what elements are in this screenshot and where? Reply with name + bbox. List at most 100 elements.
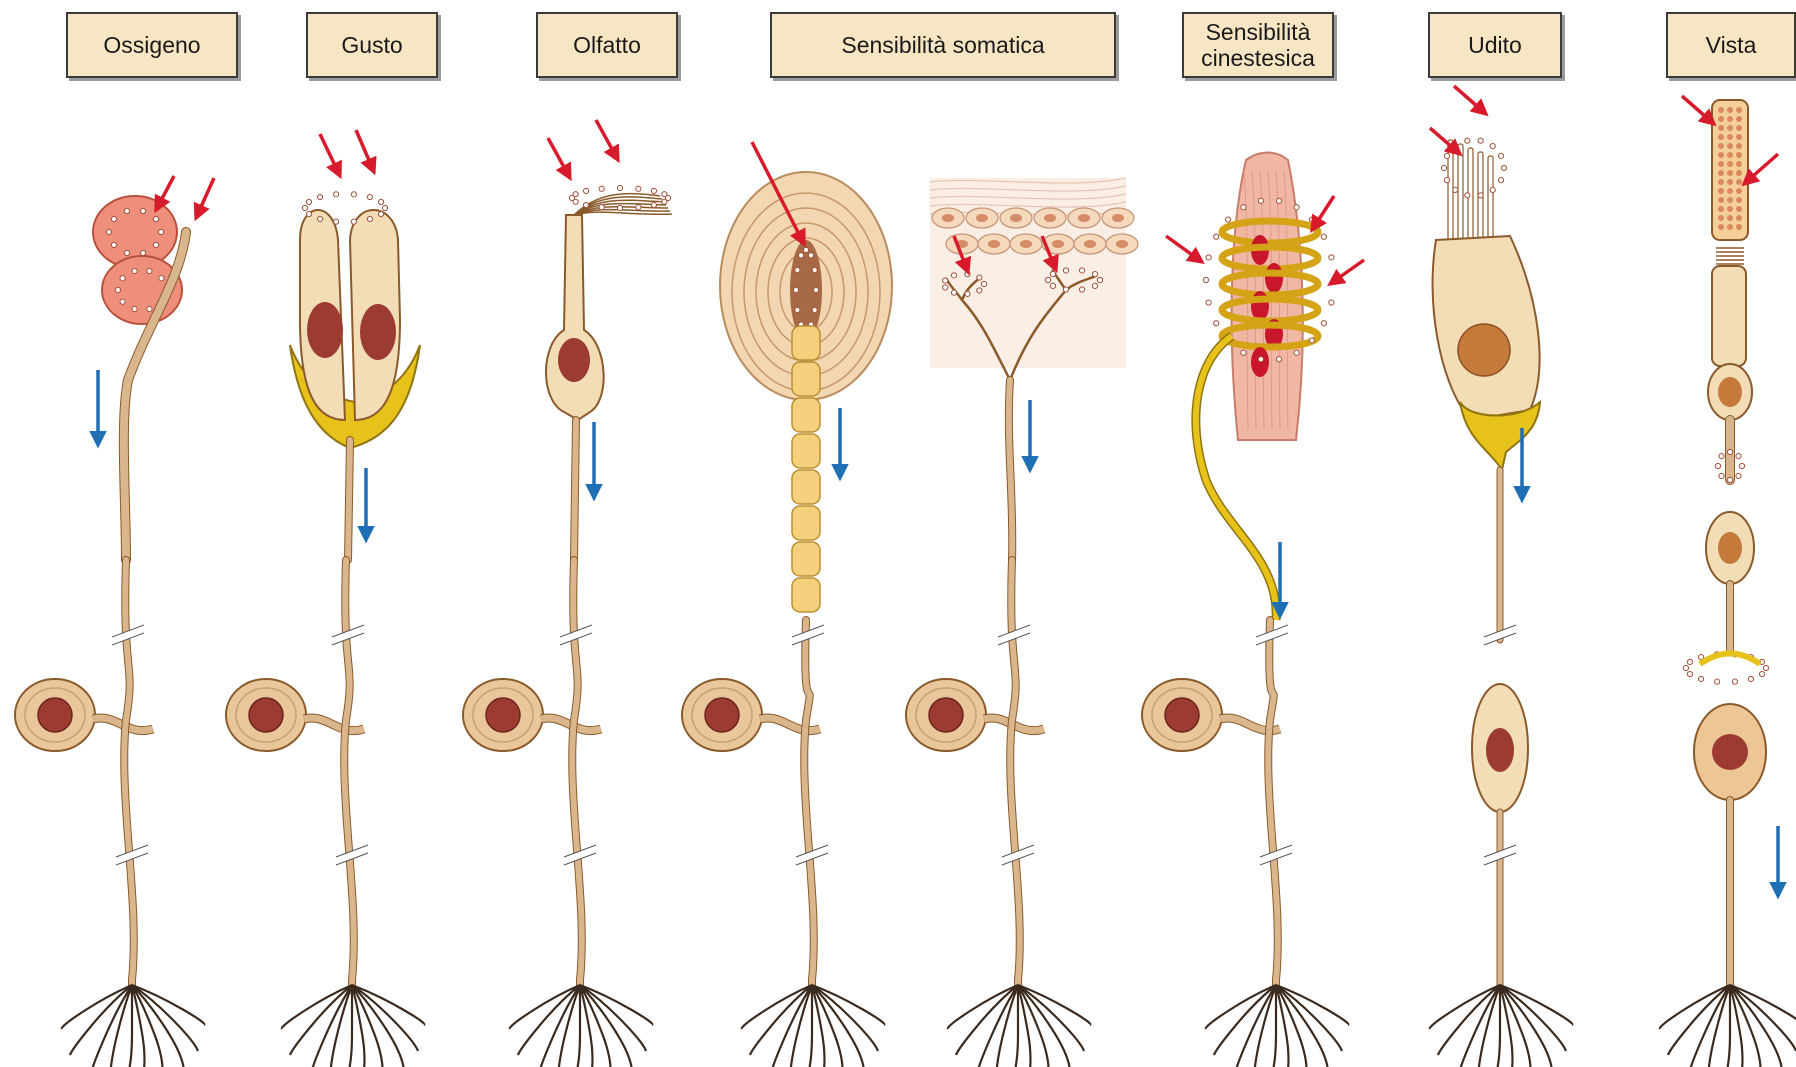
epidermal-nucleus	[942, 214, 954, 222]
nucleus	[360, 304, 396, 360]
receptor-dot	[636, 205, 641, 210]
receptor-dot	[1063, 287, 1068, 292]
receptor-dot	[617, 185, 622, 190]
photopigment-disc	[1718, 161, 1724, 167]
red-arrow-icon	[1330, 260, 1364, 284]
receptor-dot	[158, 229, 163, 234]
receptor-dot	[599, 186, 604, 191]
receptor-dot	[111, 216, 116, 221]
receptor-dot	[306, 199, 311, 204]
receptor-vista	[1660, 96, 1796, 1067]
photopigment-disc	[1727, 224, 1733, 230]
receptor-dot	[813, 287, 818, 292]
receptor-dot	[943, 278, 948, 283]
receptor-dot	[1294, 350, 1299, 355]
receptor-dot	[1321, 321, 1326, 326]
photopigment-disc	[1736, 143, 1742, 149]
red-arrow-icon	[1430, 128, 1460, 154]
nucleus	[1718, 532, 1742, 564]
epidermal-nucleus	[1084, 240, 1096, 248]
receptor-dot	[1501, 165, 1506, 170]
receptor-dot	[1206, 300, 1211, 305]
receptor-dot	[120, 299, 125, 304]
receptor-dot	[1739, 463, 1744, 468]
receptor-dot	[583, 188, 588, 193]
photopigment-disc	[1736, 107, 1742, 113]
receptor-dot	[1203, 277, 1208, 282]
photopigment-disc	[1727, 143, 1733, 149]
receptor-dot	[951, 273, 956, 278]
receptor-dot	[1736, 454, 1741, 459]
receptor-dot	[1687, 671, 1692, 676]
receptor-dot	[1698, 676, 1703, 681]
receptor-dot	[1214, 321, 1219, 326]
photopigment-disc	[1727, 125, 1733, 131]
dendrite-root	[1254, 985, 1276, 1067]
receptor-somatica-free-endings	[906, 178, 1138, 1067]
epidermal-nucleus	[988, 240, 1000, 248]
photopigment-disc	[1727, 116, 1733, 122]
receptor-dot	[573, 192, 578, 197]
receptor-dot	[1444, 153, 1449, 158]
dendrite-root	[1206, 985, 1276, 1029]
receptor-dot	[662, 199, 667, 204]
receptor-dot	[981, 281, 986, 286]
ganglion-nucleus	[1165, 698, 1199, 732]
photopigment-disc	[1736, 224, 1742, 230]
receptor-dot	[1478, 193, 1483, 198]
receptor-dot	[132, 306, 137, 311]
receptor-dot	[302, 205, 307, 210]
receptor-dot	[378, 211, 383, 216]
receptor-dot	[636, 186, 641, 191]
rod-inner-segment	[1712, 266, 1746, 366]
receptor-dot	[1736, 473, 1741, 478]
dendrite-root	[330, 985, 352, 1067]
red-arrow-icon	[356, 130, 374, 172]
receptor-dot	[812, 307, 817, 312]
nucleus	[1486, 728, 1514, 772]
myelin-segment	[792, 578, 820, 612]
receptor-dot	[1465, 193, 1470, 198]
receptor-dot	[147, 306, 152, 311]
receptor-dot	[1206, 255, 1211, 260]
receptor-dot	[1687, 659, 1692, 664]
nucleus	[1718, 377, 1742, 407]
receptor-dot	[1748, 676, 1753, 681]
photopigment-disc	[1718, 224, 1724, 230]
receptor-dot	[1453, 187, 1458, 192]
muscle-nucleus	[1251, 291, 1269, 321]
photopigment-disc	[1727, 134, 1733, 140]
receptor-dot	[1498, 178, 1503, 183]
receptor-dot	[1294, 205, 1299, 210]
receptor-dot	[1727, 449, 1732, 454]
red-arrow-icon	[196, 178, 214, 218]
receptor-gusto	[226, 130, 424, 1067]
receptor-dot	[617, 205, 622, 210]
receptor-dot	[1258, 357, 1263, 362]
photopigment-disc	[1727, 188, 1733, 194]
receptor-dot	[367, 194, 372, 199]
muscle-nucleus	[1265, 263, 1283, 293]
epidermal-nucleus	[1112, 214, 1124, 222]
dendrite-root	[1478, 985, 1500, 1067]
photopigment-disc	[1727, 161, 1733, 167]
receptor-dot	[1241, 350, 1246, 355]
myelin-segment	[792, 542, 820, 576]
photopigment-disc	[1718, 107, 1724, 113]
receptor-dot	[378, 199, 383, 204]
ganglion-nucleus	[486, 698, 520, 732]
dendrite-root	[62, 985, 132, 1029]
receptor-dot	[1050, 283, 1055, 288]
ganglion-nucleus	[929, 698, 963, 732]
receptor-dot	[1763, 665, 1768, 670]
receptor-dot	[317, 216, 322, 221]
photopigment-disc	[1718, 197, 1724, 203]
photopigment-disc	[1736, 206, 1742, 212]
receptor-dot	[803, 247, 808, 252]
receptor-dot	[977, 288, 982, 293]
receptor-dot	[382, 205, 387, 210]
receptor-dot	[1490, 187, 1495, 192]
red-arrow-icon	[156, 176, 174, 210]
receptor-dot	[115, 287, 120, 292]
receptor-dot	[1759, 671, 1764, 676]
